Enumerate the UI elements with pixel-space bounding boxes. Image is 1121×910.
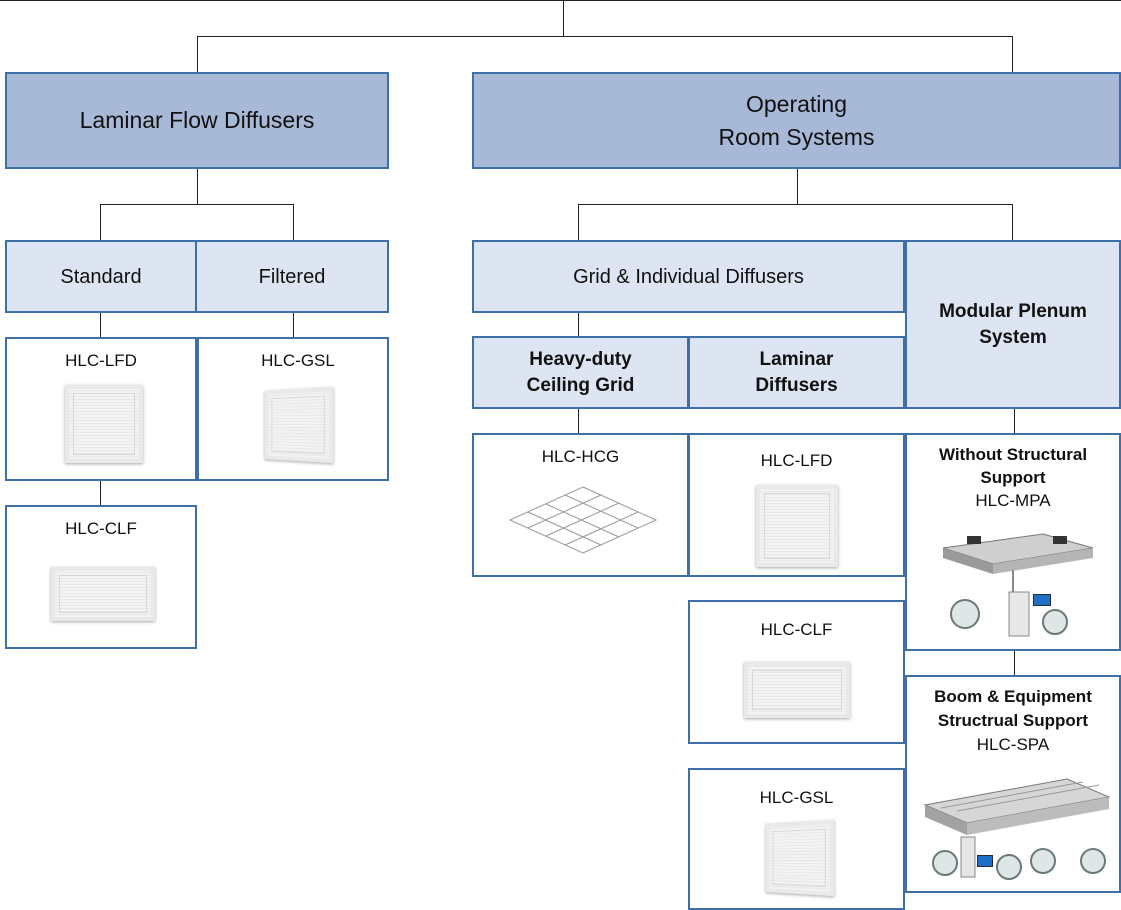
modular-plenum-system-label: Modular Plenum System [939,300,1087,348]
laminar-flow-diffusers-label: Laminar Flow Diffusers [79,107,315,133]
product-code: HLC-HCG [541,447,620,466]
product-code: HLC-LFD [65,351,137,370]
standard-product-line [100,312,101,338]
heavy-duty-ceiling-grid-node: Heavy-duty Ceiling Grid [472,336,689,409]
branch-left-line [197,36,198,74]
filtered-drop-line [293,204,294,240]
product-hlc-lfd-standard[interactable]: HLC-LFD [5,337,197,481]
lfd-stem-line [197,168,198,204]
standard-node: Standard [5,240,197,313]
grid-individual-diffusers-label: Grid & Individual Diffusers [573,265,804,288]
product-hlc-gsl-laminar[interactable]: HLC-GSL [688,768,905,910]
ors-stem-line [797,168,798,204]
product-hlc-gsl-filtered[interactable]: HLC-GSL [197,337,389,481]
top-connector-line [0,0,1121,1]
root-stem-line [563,0,564,36]
product-hlc-clf-laminar[interactable]: HLC-CLF [688,600,905,744]
product-code: HLC-MPA [975,491,1051,510]
laminar-flow-diffusers-node: Laminar Flow Diffusers [5,72,389,169]
product-hlc-hcg[interactable]: HLC-HCG [472,433,689,577]
product-code: HLC-GSL [261,351,335,370]
product-code: HLC-GSL [759,788,834,807]
operating-room-systems-node: Operating Room Systems [472,72,1121,169]
rectangular-diffuser-image [744,662,850,718]
square-diffuser-image [756,485,838,567]
square-diffuser-image [65,385,143,463]
product-code: HLC-SPA [976,735,1050,754]
grid-individual-diffusers-node: Grid & Individual Diffusers [472,240,905,313]
mpa-spa-link-line [1014,650,1015,676]
grid-sub-line [578,312,579,338]
filtered-product-line [293,312,294,338]
laminar-diffusers-label: Laminar Diffusers [755,348,838,396]
root-branch-line [197,36,1012,37]
product-hlc-clf-standard[interactable]: HLC-CLF [5,505,197,649]
lfd-branch-line [100,204,293,205]
standard-label: Standard [60,265,142,288]
plenum-product-line [1014,408,1015,434]
filtered-label: Filtered [258,265,326,288]
product-code: HLC-CLF [760,620,833,639]
product-code: HLC-LFD [760,451,833,470]
modular-plenum-system-node: Modular Plenum System [905,240,1121,409]
gel-seal-diffuser-image [264,386,334,464]
standard-drop-line [100,204,101,240]
product-hlc-mpa[interactable]: Without Structural Support HLC-MPA [905,433,1121,651]
laminar-diffusers-node: Laminar Diffusers [688,336,905,409]
grid-drop-line [578,204,579,240]
product-note: Boom & Equipment Structrual Support [934,687,1092,730]
product-code: HLC-CLF [65,519,137,538]
product-hlc-lfd-laminar[interactable]: HLC-LFD [688,433,905,577]
filtered-node: Filtered [195,240,389,313]
heavy-duty-ceiling-grid-label: Heavy-duty Ceiling Grid [526,348,635,396]
operating-room-systems-label: Operating Room Systems [718,90,875,150]
ors-branch-line [578,204,1012,205]
ceiling-grid-image [508,486,658,554]
product-hlc-spa[interactable]: Boom & Equipment Structrual Support HLC-… [905,675,1121,893]
plenum-drop-line [1012,204,1013,240]
modular-plenum-image [942,533,1094,637]
rectangular-diffuser-image [51,567,155,621]
branch-right-line [1012,36,1013,74]
heavy-duty-product-line [578,408,579,434]
gel-seal-diffuser-image [765,819,835,897]
structural-support-image [923,778,1111,880]
lfd-clf-link-line [100,480,101,506]
product-note: Without Structural Support [938,445,1088,487]
